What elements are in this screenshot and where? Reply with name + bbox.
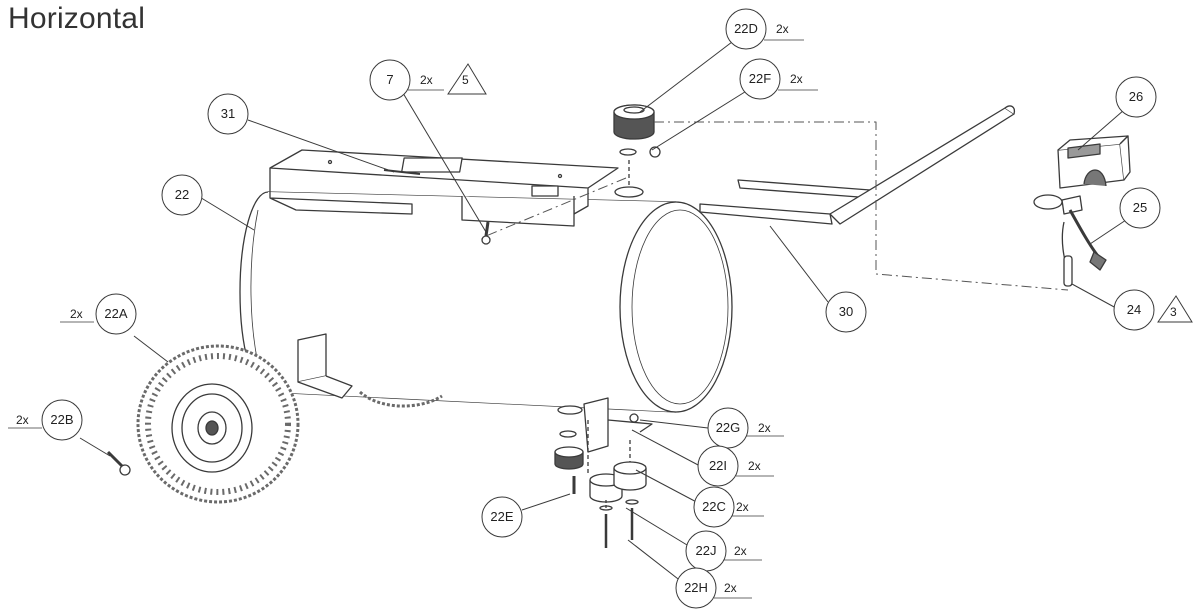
callout-22d: 22D 2x xyxy=(725,8,804,50)
dashed-routing-lines xyxy=(485,121,1069,291)
foot-bracket-right xyxy=(583,397,653,453)
callout-22g: 22G 2x xyxy=(707,407,784,449)
callout-22b-qty: 2x xyxy=(16,413,29,427)
foot-bracket-left xyxy=(297,333,353,399)
callout-7: 7 2x 5 xyxy=(369,59,487,101)
callout-22-label: 22 xyxy=(175,187,189,202)
tank-end-right-inner xyxy=(631,209,729,405)
bolt-7 xyxy=(481,221,491,245)
callout-22h: 22H 2x xyxy=(675,567,752,609)
warning-triangle-icon xyxy=(447,63,487,95)
callout-26: 26 xyxy=(1115,76,1157,118)
callout-22j: 22J 2x xyxy=(685,530,762,572)
callout-26-label: 26 xyxy=(1129,89,1143,104)
callout-22: 22 xyxy=(161,174,203,216)
handle-30 xyxy=(699,105,1016,225)
callout-25: 25 xyxy=(1119,187,1161,229)
callout-22j-qty: 2x xyxy=(734,544,747,558)
callout-22e: 22E xyxy=(481,496,523,538)
callout-22c: 22C 2x xyxy=(693,486,764,528)
warning-triangle-icon xyxy=(1157,295,1193,323)
safety-valve-24 xyxy=(1063,255,1073,287)
callout-22j-label: 22J xyxy=(696,543,717,558)
callout-22g-label: 22G xyxy=(716,420,741,435)
leader-lines xyxy=(79,41,1127,583)
callout-22e-label: 22E xyxy=(490,509,513,524)
top-bracket xyxy=(269,149,619,227)
callout-7-label: 7 xyxy=(386,72,393,87)
callout-22d-qty: 2x xyxy=(776,22,789,36)
callout-22h-qty: 2x xyxy=(724,581,737,595)
callout-22f: 22F 2x xyxy=(739,58,818,100)
washer-22f xyxy=(614,146,661,198)
callout-22i-qty: 2x xyxy=(748,459,761,473)
callout-22h-label: 22H xyxy=(684,580,708,595)
tank-end-right xyxy=(619,201,733,413)
callout-30-label: 30 xyxy=(839,304,853,319)
callout-31: 31 xyxy=(207,93,249,135)
callout-31-label: 31 xyxy=(221,106,235,121)
pressure-switch-26 xyxy=(1033,135,1131,215)
callout-7-qty: 2x xyxy=(420,73,433,87)
callout-7-warning: 5 xyxy=(462,73,469,87)
diagram-title: Horizontal xyxy=(8,2,146,35)
hose-25 xyxy=(1061,209,1107,271)
callout-24: 24 3 xyxy=(1113,289,1193,331)
callout-22d-label: 22D xyxy=(734,21,758,36)
part-drawings xyxy=(106,104,1131,548)
callout-25-label: 25 xyxy=(1133,200,1147,215)
callout-22b: 2x 22B xyxy=(8,399,83,441)
callout-22a-label: 22A xyxy=(104,306,127,321)
callout-22f-label: 22F xyxy=(749,71,771,86)
callout-22i-label: 22I xyxy=(709,458,727,473)
wheel-22a xyxy=(136,344,443,504)
callout-24-warning: 3 xyxy=(1170,305,1177,319)
axle-bolt-22b xyxy=(106,450,131,476)
callout-22i: 22I 2x xyxy=(697,445,774,487)
callout-24-label: 24 xyxy=(1127,302,1141,317)
callout-22b-label: 22B xyxy=(50,412,73,427)
tank-shell-fill xyxy=(268,192,676,412)
tank-body xyxy=(239,191,733,413)
callout-22g-qty: 2x xyxy=(758,421,771,435)
pad-22d xyxy=(613,104,655,140)
callout-22c-label: 22C xyxy=(702,499,726,514)
callout-22a: 2x 22A xyxy=(60,293,137,335)
callout-30: 30 xyxy=(825,291,867,333)
callout-22a-qty: 2x xyxy=(70,307,83,321)
callout-22c-qty: 2x xyxy=(736,500,749,514)
callout-22f-qty: 2x xyxy=(790,72,803,86)
